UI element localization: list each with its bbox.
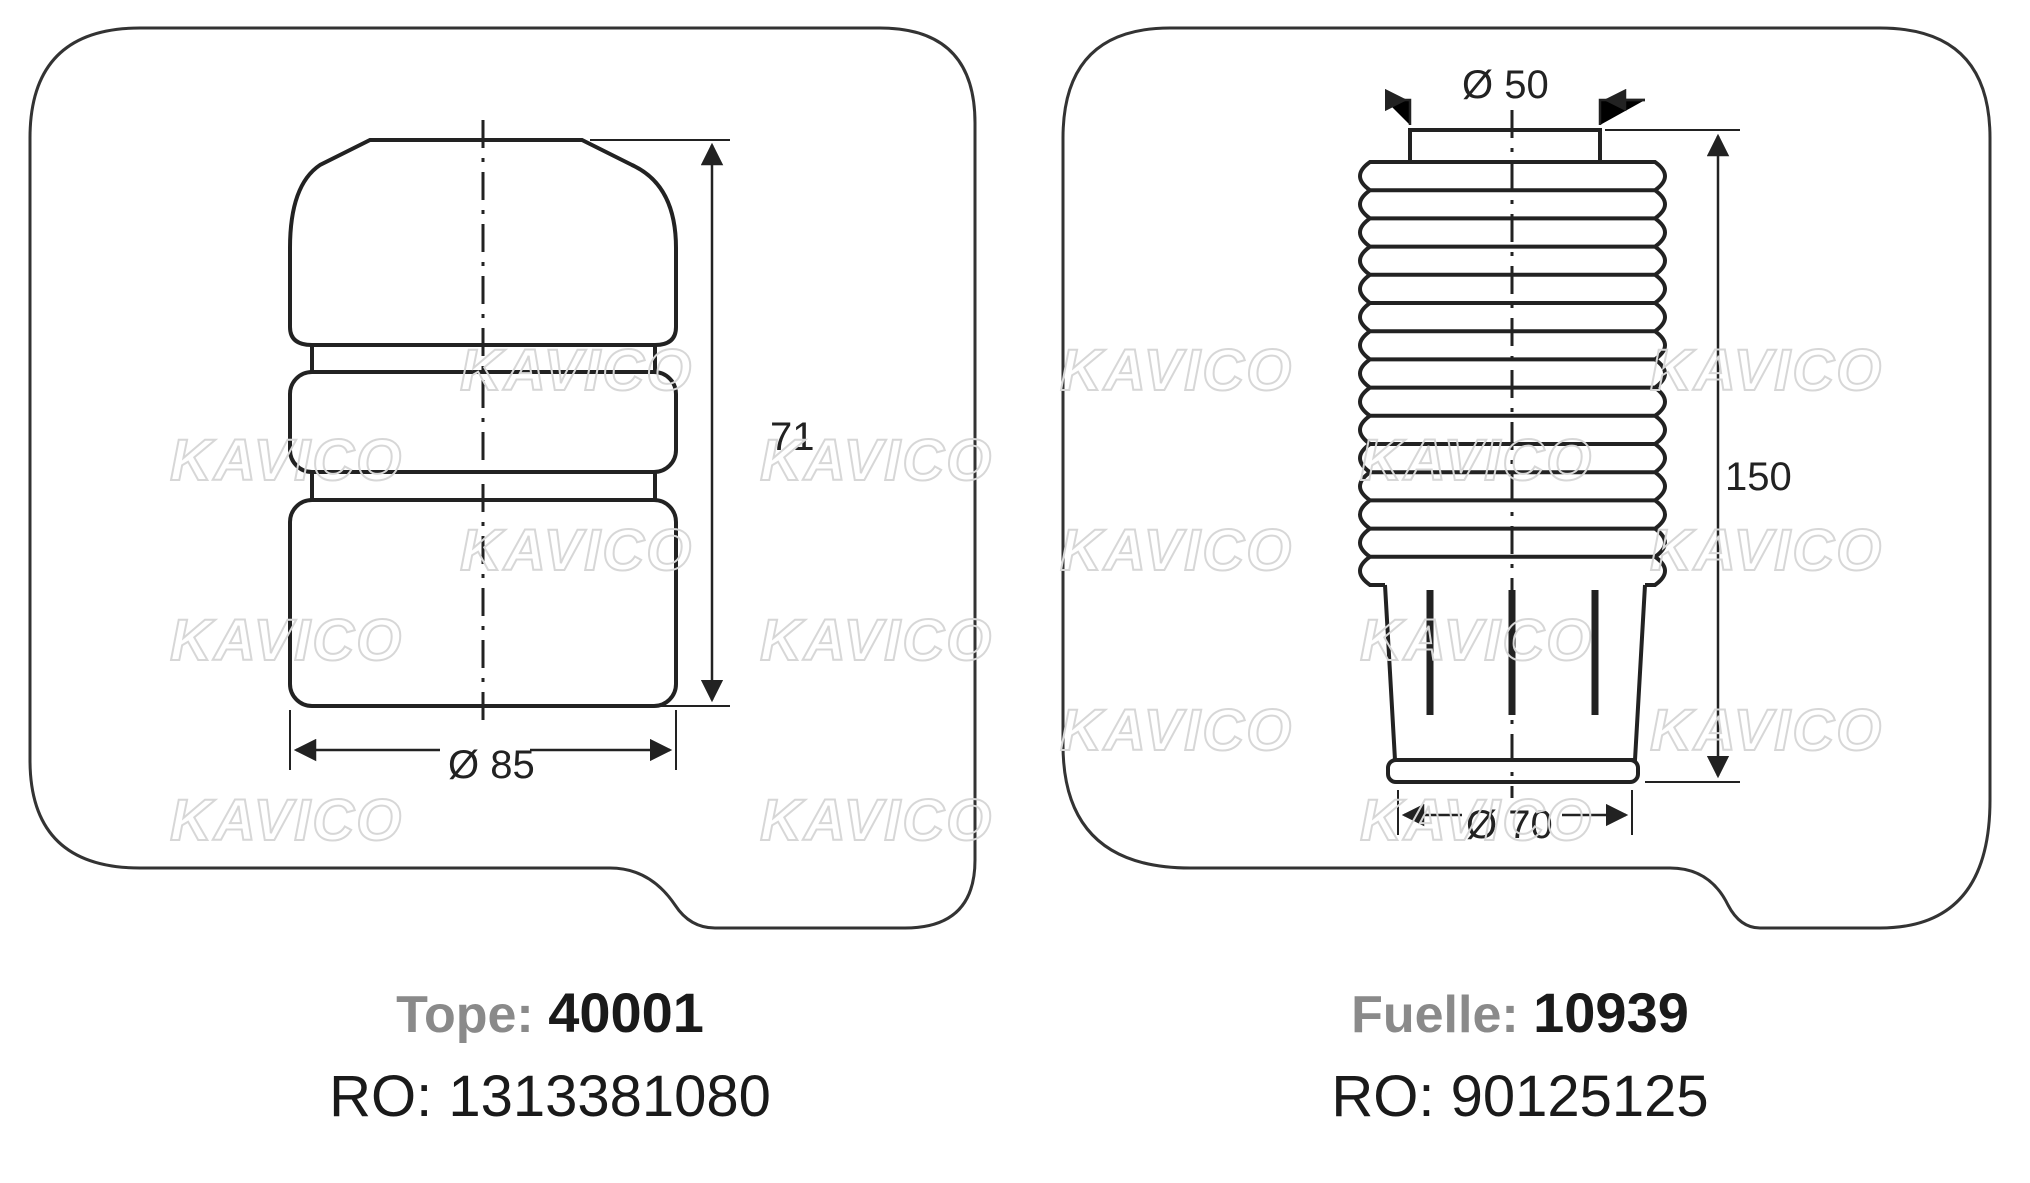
part-type-line: Fuelle: 10939 [1320, 980, 1720, 1045]
bump-stop-groove [310, 345, 657, 372]
part-reference-line: RO: 90125125 [1320, 1063, 1720, 1130]
bellows-panel: Ø 50 150 Ø 70 [1061, 26, 1992, 930]
height-dimension [1605, 129, 1740, 783]
watermark-text: KAVICO [760, 788, 993, 853]
bellows-bottom-ring [1386, 758, 1640, 784]
top-diameter-dimension [1384, 88, 1645, 125]
watermark-text: KAVICO [460, 338, 693, 403]
bump-stop-panel: 71 Ø 85 [28, 26, 977, 930]
part-caption-right: Fuelle: 10939 RO: 90125125 [1320, 980, 1720, 1130]
reference-number: 90125125 [1450, 1064, 1709, 1129]
top-diameter-label: Ø 50 [1462, 63, 1549, 107]
part-code: 10939 [1533, 981, 1689, 1044]
height-label: 71 [770, 415, 815, 459]
part-type-line: Tope: 40001 [310, 980, 790, 1045]
part-type-label: Fuelle: [1351, 986, 1519, 1044]
part-type-label: Tope: [396, 986, 534, 1044]
watermark-text: KAVICO [1060, 338, 1293, 403]
watermark-layer: KAVICO KAVICO KAVICO KAVICO KAVICO KAVICO KAVI… [169, 337, 1883, 854]
watermark-text: KAVICO [1360, 788, 1593, 853]
watermark-text: KAVICO [170, 608, 403, 673]
watermark-text: KAVICO [1060, 518, 1293, 583]
reference-label: RO: [329, 1064, 433, 1129]
bump-stop-groove [310, 472, 657, 500]
reference-number: 1313381080 [448, 1064, 771, 1129]
watermark-text: KAVICO [170, 788, 403, 853]
watermark-text: KAVICO [1360, 428, 1593, 493]
height-label: 150 [1725, 455, 1792, 499]
watermark-text: KAVICO [1650, 518, 1883, 583]
watermark-text: KAVICO [760, 608, 993, 673]
panel-frame-left [28, 26, 977, 930]
height-dimension [590, 139, 730, 707]
watermark-text: KAVICO [1060, 698, 1293, 763]
watermark-text: KAVICO [1650, 338, 1883, 403]
part-caption-left: Tope: 40001 RO: 1313381080 [310, 980, 790, 1130]
bellows-top-collar [1408, 128, 1602, 162]
part-code: 40001 [548, 981, 704, 1044]
watermark-text: KAVICO [460, 518, 693, 583]
diameter-label: Ø 85 [448, 743, 535, 787]
bottom-diameter-label: Ø 70 [1466, 803, 1553, 847]
watermark-text: KAVICO [1360, 608, 1593, 673]
watermark-text: KAVICO [170, 428, 403, 493]
panel-frame-right [1061, 26, 1992, 930]
reference-label: RO: [1331, 1064, 1435, 1129]
part-reference-line: RO: 1313381080 [310, 1063, 790, 1130]
watermark-text: KAVICO [1650, 698, 1883, 763]
bump-stop-top-segment [288, 138, 678, 347]
watermark-text: KAVICO [760, 428, 993, 493]
